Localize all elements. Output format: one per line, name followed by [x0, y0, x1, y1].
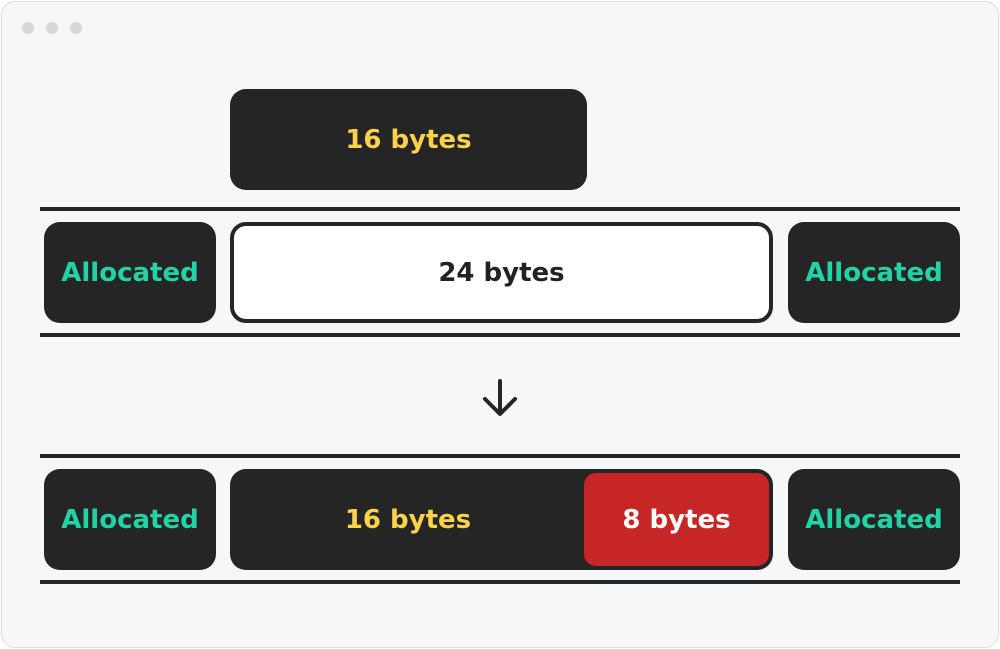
- allocated-block-left: Allocated: [44, 222, 216, 323]
- requested-block: 16 bytes: [230, 89, 587, 190]
- memory-rail-top: [40, 207, 960, 211]
- used-part-label: 16 bytes: [344, 504, 472, 535]
- leftover-part-label: 8 bytes: [622, 504, 731, 535]
- allocated-block-right: Allocated: [788, 222, 960, 323]
- split-block: 16 bytes 8 bytes: [230, 469, 773, 570]
- free-block: 24 bytes: [230, 222, 773, 323]
- window-dot-icon: [70, 22, 82, 34]
- arrow-down-icon: [483, 379, 517, 416]
- memory-rail-bottom: [40, 333, 960, 337]
- window-dot-icon: [22, 22, 34, 34]
- allocated-label: Allocated: [61, 257, 199, 288]
- allocated-block-left: Allocated: [44, 469, 216, 570]
- memory-rail-bottom: [40, 580, 960, 584]
- window-dot-icon: [46, 22, 58, 34]
- requested-block-label: 16 bytes: [345, 124, 472, 155]
- used-part: 16 bytes: [230, 469, 586, 570]
- allocated-block-right: Allocated: [788, 469, 960, 570]
- free-block-label: 24 bytes: [438, 257, 565, 288]
- allocated-label: Allocated: [61, 504, 199, 535]
- leftover-part: 8 bytes: [584, 473, 769, 566]
- allocated-label: Allocated: [805, 504, 943, 535]
- allocated-label: Allocated: [805, 257, 943, 288]
- memory-rail-top: [40, 454, 960, 458]
